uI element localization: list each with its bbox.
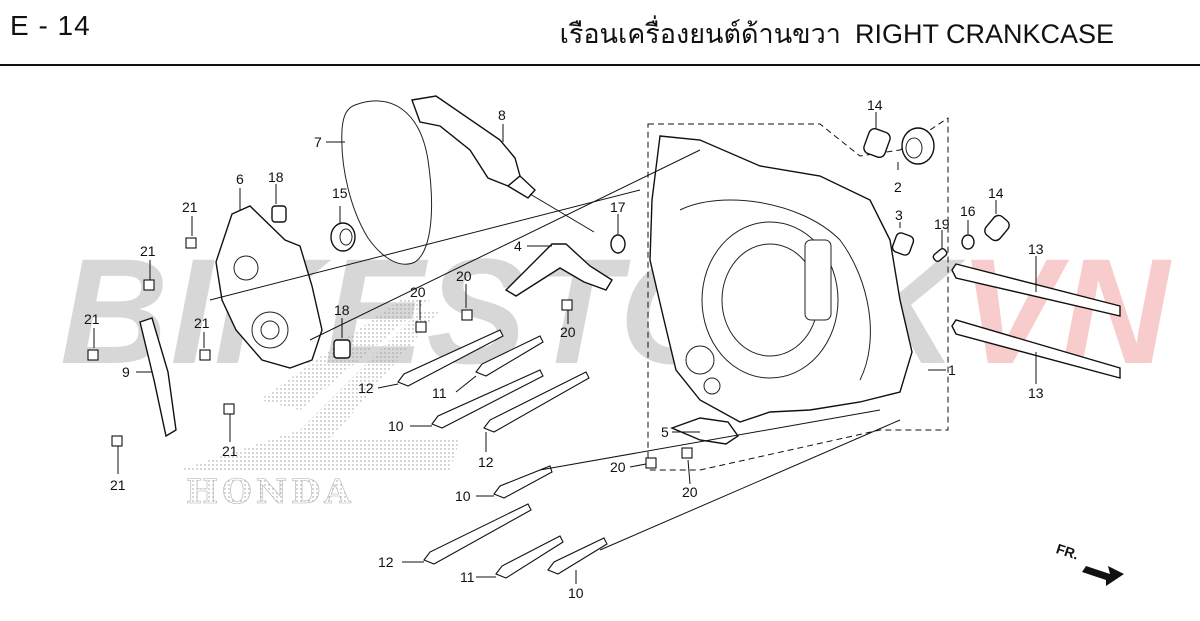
callout-18b: 18 <box>334 302 350 318</box>
assembly-boundary <box>647 117 949 471</box>
callout-17: 17 <box>610 199 626 215</box>
part-18-collar-b <box>333 339 351 359</box>
front-direction-arrow: FR. <box>1054 540 1124 586</box>
callout-12a: 12 <box>358 380 374 396</box>
callout-2: 2 <box>894 179 902 195</box>
callout-20e: 20 <box>682 484 698 500</box>
callout-5: 5 <box>661 424 669 440</box>
callout-21d: 21 <box>194 315 210 331</box>
page-title-english: RIGHT CRANKCASE <box>854 19 1114 49</box>
callout-13a: 13 <box>1028 241 1044 257</box>
part-16-o-ring <box>961 234 975 250</box>
assembly-guide-lines <box>209 149 901 551</box>
short-bolts <box>87 237 693 469</box>
callout-10b: 10 <box>455 488 471 504</box>
callout-labels: 1 2 3 4 5 6 7 8 9 10 10 10 11 11 12 12 1… <box>84 97 1044 601</box>
callout-21b: 21 <box>140 243 156 259</box>
part-9-bracket <box>139 317 177 438</box>
callout-18a: 18 <box>268 169 284 185</box>
callout-21a: 21 <box>182 199 198 215</box>
part-8-dipstick <box>411 95 595 233</box>
part-4-bracket <box>504 243 613 297</box>
callout-10c: 10 <box>568 585 584 601</box>
callout-12b: 12 <box>478 454 494 470</box>
callout-21f: 21 <box>110 477 126 493</box>
callout-20c: 20 <box>560 324 576 340</box>
header-divider <box>0 64 1200 66</box>
front-direction-label: FR. <box>1054 540 1080 562</box>
part-14-dowel-right <box>984 214 1010 242</box>
callout-14b: 14 <box>988 185 1004 201</box>
callout-4: 4 <box>514 238 522 254</box>
part-19-pin <box>932 247 948 263</box>
callout-16: 16 <box>960 203 976 219</box>
part-18-collar-a <box>271 205 287 223</box>
callout-1: 1 <box>948 362 956 378</box>
callout-15: 15 <box>332 185 348 201</box>
callout-21c: 21 <box>84 311 100 327</box>
part-14-dowel-upper <box>863 128 891 158</box>
page-title-thai: เรือนเครื่องยนต์ด้านขวา <box>559 19 841 49</box>
callout-10a: 10 <box>388 418 404 434</box>
part-3-dowel <box>891 232 915 256</box>
page-title: เรือนเครื่องยนต์ด้านขวา RIGHT CRANKCASE <box>560 12 1114 55</box>
part-7-o-ring <box>341 100 433 265</box>
page-code: E - 14 <box>10 10 91 41</box>
callout-19: 19 <box>934 216 950 232</box>
callout-9: 9 <box>122 364 130 380</box>
callout-8: 8 <box>498 107 506 123</box>
part-1-right-crankcase <box>649 135 913 423</box>
part-15-oil-seal <box>330 222 356 252</box>
part-2-bearing <box>901 127 935 165</box>
part-6-pump-cover <box>215 205 323 369</box>
callout-7: 7 <box>314 134 322 150</box>
callout-6: 6 <box>236 171 244 187</box>
callout-12c: 12 <box>378 554 394 570</box>
honda-logo-text: HONDA <box>186 472 355 512</box>
part-17-o-ring <box>610 234 626 254</box>
callout-20b: 20 <box>456 268 472 284</box>
long-bolts <box>397 329 608 579</box>
callout-20d: 20 <box>610 459 626 475</box>
callout-3: 3 <box>895 207 903 223</box>
callout-14a: 14 <box>867 97 883 113</box>
leader-lines <box>93 112 1037 584</box>
callout-21e: 21 <box>222 443 238 459</box>
callout-13b: 13 <box>1028 385 1044 401</box>
callout-11b: 11 <box>460 569 475 585</box>
callout-20a: 20 <box>410 284 426 300</box>
part-5-bracket <box>670 417 739 445</box>
callout-11a: 11 <box>432 385 447 401</box>
